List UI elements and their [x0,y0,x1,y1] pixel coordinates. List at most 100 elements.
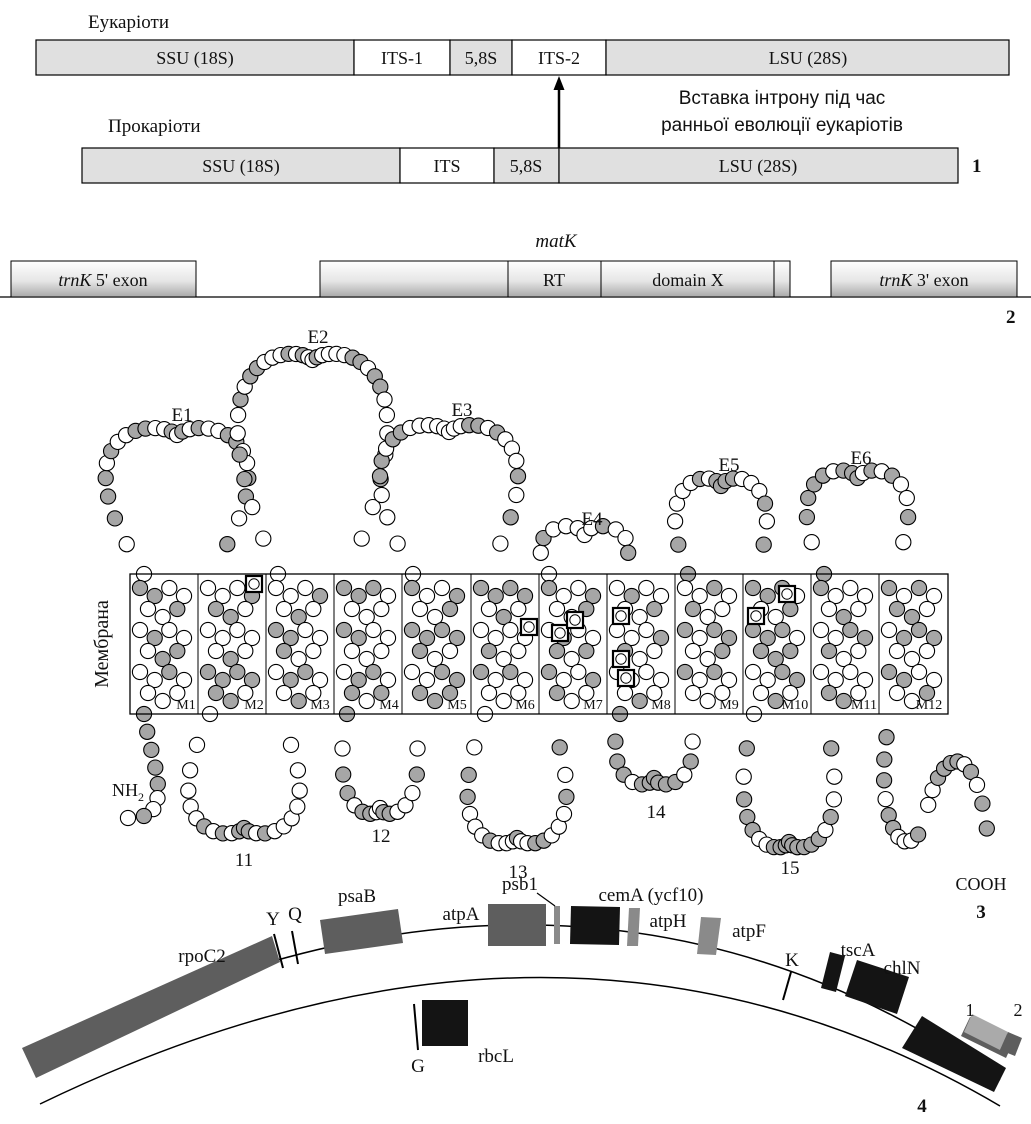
extracellular-residue [503,510,518,525]
membrane-residue [609,580,624,595]
extracellular-residue [668,514,683,529]
membrane-residue [359,693,374,708]
residue-chain [98,346,994,855]
gene-label-tsca: tscA [841,940,876,961]
extracellular-residue [372,469,387,484]
extracellular-residue [901,509,916,524]
membrane-residue [223,693,238,708]
membrane-residue [306,643,321,658]
tm-label: M7 [583,698,602,713]
membrane-residue [200,580,215,595]
extracellular-residue [390,536,405,551]
panel-number-4: 4 [917,1096,927,1117]
atph-gene-block [627,908,640,946]
membrane-residue [404,664,419,679]
rt-domain-label: RT [543,270,565,290]
gene-label-g: G [411,1056,425,1077]
membrane-residue [268,622,283,637]
c-terminal-residue [979,821,994,836]
n-terminal-residue [140,724,155,739]
membrane-residue [132,580,147,595]
membrane-residue [238,601,253,616]
membrane-residue [268,664,283,679]
tm-label: M5 [447,698,466,713]
membrane-residue [230,664,245,679]
membrane-residue [291,693,306,708]
membrane-residue [473,622,488,637]
membrane-residue [276,643,291,658]
membrane-residue [200,664,215,679]
membrane-residue [442,601,457,616]
intron-insertion-arrow [554,76,565,148]
psab-gene-block [320,909,403,954]
membrane-residue [571,664,586,679]
membrane-residue [753,685,768,700]
tm-label: M4 [379,698,398,713]
gene-label-psbi: psb1 [502,874,538,895]
eukaryotes-label: Еукаріоти [88,12,169,33]
trnk-5-exon-label: trnK 5' exon [58,270,147,290]
membrane-residue [473,664,488,679]
intracellular-residue [283,737,298,752]
membrane-residue [140,601,155,616]
n-terminal-residue [120,810,135,825]
intracellular-residue [290,799,305,814]
n-terminal-residue [148,760,163,775]
marked-residue-core [524,622,534,632]
membrane-residue [677,622,692,637]
membrane-residue [404,580,419,595]
intracellular-residue [552,740,567,755]
membrane-residue [366,622,381,637]
extracellular-residue [801,490,816,505]
membrane-residue [707,664,722,679]
marked-residue-core [782,589,792,599]
membrane-residue [208,685,223,700]
membrane-residue [434,580,449,595]
membrane-residue [843,664,858,679]
c-terminal-residue [921,797,936,812]
panel-number-3: 3 [976,902,986,923]
tm-label: M9 [719,698,738,713]
intracellular-residue [556,806,571,821]
intracellular-residue [824,741,839,756]
membrane-residue [276,685,291,700]
membrane-residue [639,622,654,637]
marked-residue-core [570,615,580,625]
tm-label: M2 [244,698,263,713]
c-terminal-residue [877,773,892,788]
membrane-residue [140,685,155,700]
rpoc2-gene-block [22,936,280,1078]
n-terminal-residue [136,808,151,823]
membrane-residue [889,601,904,616]
extracellular-residue [380,510,395,525]
c-terminal-residue [911,827,926,842]
domain-x-label: domain X [652,270,724,290]
membrane-residue [821,643,836,658]
membrane-residue [911,664,926,679]
tm-label: M6 [515,698,534,713]
rbcl-gene-block [422,1000,468,1046]
membrane-residue [911,580,926,595]
gene-label-atph: atpH [650,911,687,932]
extracellular-residue [533,545,548,560]
loop-label-e5: E5 [718,455,739,476]
matk-gene-label: matK [535,231,578,252]
membrane-residue [162,580,177,595]
membrane-residue [889,643,904,658]
membrane-residue [481,643,496,658]
membrane-residue [230,580,245,595]
membrane-residue [404,622,419,637]
membrane-residue [442,643,457,658]
tm-label: M10 [782,698,808,713]
extracellular-residue [756,537,771,552]
gene-label-psab: psaB [338,886,376,907]
extracellular-residue [101,489,116,504]
intracellular-residue [290,763,305,778]
marked-residue-core [621,673,631,683]
membrane-residue [132,664,147,679]
c-terminal-residue [877,752,892,767]
gene-label-q: Q [288,904,302,925]
extracellular-residue [98,471,113,486]
membrane-residue [881,664,896,679]
membrane-residue [889,685,904,700]
